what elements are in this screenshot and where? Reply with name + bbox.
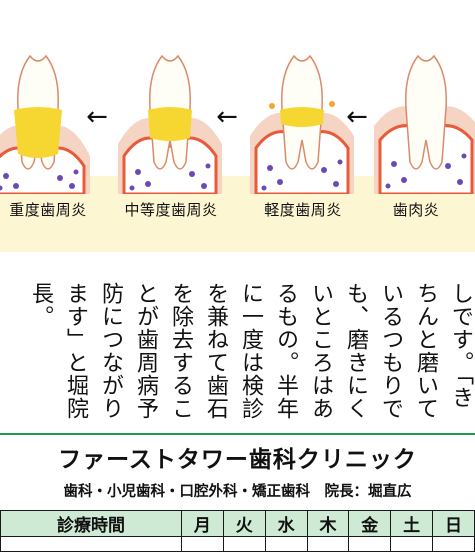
stage-label-mild: 軽度歯周炎 [264,201,342,219]
schedule-cell [222,536,266,552]
article-line: るもの。半年 [273,282,298,420]
day-sunday: 日 [432,510,475,537]
article-line: ます」と堀院 [63,282,88,420]
tooth-illustration-moderate [118,44,222,194]
article-line: を兼ねて歯石 [203,282,228,420]
day-tuesday: 火 [222,510,266,537]
day-wednesday: 水 [264,510,308,537]
clinic-name: ファーストタワー歯科クリニック [58,447,417,473]
tooth-illustration-severe [0,44,90,194]
schedule-cell [264,536,308,552]
section-divider [0,433,475,435]
article-line: 防につながり [98,282,123,420]
stage-label-moderate: 中等度歯周炎 [124,201,218,219]
day-thursday: 木 [306,510,350,537]
schedule-cell [390,536,434,552]
article-text: しです。「き ちんと磨いて いるつもりで も、磨きにく いところはあ るもの。半… [0,282,475,422]
article-line: しです。「き [448,282,473,409]
article-line: に一度は検診 [238,282,263,420]
article-line: 長。 [28,282,53,328]
schedule-table: 診療時間 月 火 水 木 金 土 日 [0,510,475,552]
clinic-subtitle: 歯科・小児歯科・口腔外科・矯正歯科 院長：堀直広 [63,484,412,500]
tooth-illustration-mild [250,44,354,194]
day-saturday: 土 [390,510,434,537]
article-line: を除去するこ [168,282,193,420]
article-line: も、磨きにく [343,282,368,420]
day-monday: 月 [181,510,224,537]
schedule-header: 診療時間 [0,510,182,537]
article-line: ちんと磨いて [413,282,438,420]
schedule-cell [181,536,224,552]
progression-arrow: ← [346,102,368,132]
article-line: とが歯周病予 [133,282,158,420]
progression-arrow: ← [216,102,238,132]
schedule-cell [306,536,350,552]
progression-arrow: ← [86,102,108,132]
stage-label-gingivitis: 歯肉炎 [392,201,440,219]
day-friday: 金 [348,510,392,537]
tooth-illustration-gingivitis [374,44,475,194]
stage-label-severe: 重度歯周炎 [9,201,87,219]
schedule-cell [348,536,392,552]
schedule-cell [0,536,182,552]
schedule-cell [432,536,475,552]
article-line: いところはあ [308,282,333,420]
article-line: いるつもりで [378,282,403,420]
